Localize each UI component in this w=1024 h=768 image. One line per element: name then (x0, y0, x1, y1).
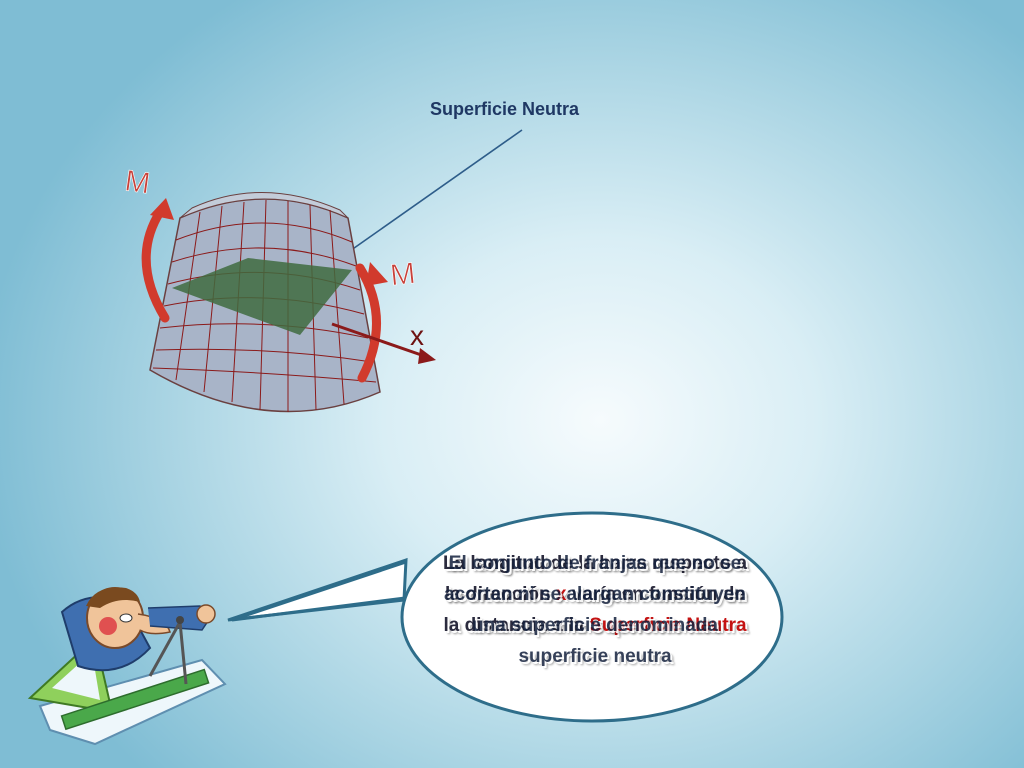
bubble-text-a-part1: La longitud de la barra respecto a la di… (442, 553, 748, 605)
axis-label-x: x (410, 320, 424, 351)
bent-beam (149, 192, 381, 413)
compass-leg-left (148, 621, 182, 677)
engineer-drafting-icon (27, 587, 227, 746)
ruler-icon (60, 668, 210, 731)
bubble-text-a-part2: varía en función de la distancia a la (443, 584, 745, 636)
speech-bubble (227, 511, 784, 723)
moment-label-right: M (389, 257, 417, 292)
x-axis-arrowhead (418, 348, 436, 364)
engineer-eye (119, 613, 133, 623)
bubble-text-a: La longitud de la barra respecto a la di… (440, 548, 750, 641)
bubble-text-a-accent-surface: Superficie Neutra (589, 615, 747, 636)
neutral-surface-label: Superficie Neutra (430, 99, 580, 119)
speech-bubble-body (400, 511, 784, 723)
engineer-hand (196, 604, 216, 624)
speech-bubble-tail-outline (231, 560, 407, 622)
moment-arrow-left (141, 207, 170, 323)
moment-arrow-right (355, 263, 381, 383)
engineer-cheek (99, 617, 117, 635)
x-axis-line (331, 322, 431, 360)
moment-arrowhead-right (366, 262, 388, 286)
moment-arrowhead-left (150, 198, 174, 220)
engineer-hair (86, 587, 140, 608)
bubble-text-a-accent-x: x (555, 584, 567, 605)
compass-leg-right (178, 621, 188, 685)
beam-top-face (179, 192, 349, 219)
bubble-text-b: El conjunto de franjas que no se acortan… (444, 553, 746, 667)
neutral-plane (172, 258, 352, 335)
moment-label-left: M (123, 164, 152, 200)
compass-pivot (176, 616, 184, 624)
